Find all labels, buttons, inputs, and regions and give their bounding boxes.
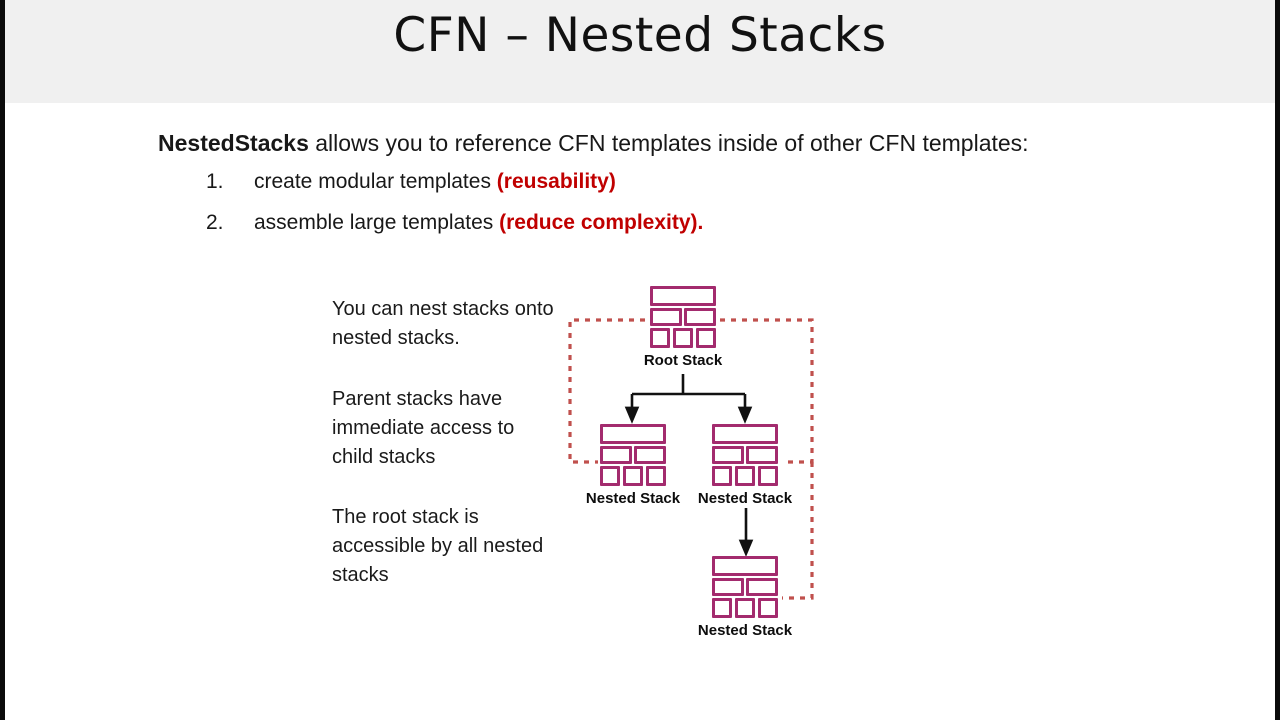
page-title: CFN – Nested Stacks <box>393 8 887 63</box>
stack-node-root[interactable]: Root Stack <box>644 286 722 369</box>
stack-label-root: Root Stack <box>643 352 723 369</box>
brick-bottom-right <box>696 328 716 348</box>
list-item-accent: (reduce complexity). <box>499 211 704 234</box>
stack-node-nested-left[interactable]: Nested Stack <box>586 424 680 507</box>
brick-middle-right <box>684 308 716 326</box>
stack-label-nested-right: Nested Stack <box>697 490 793 507</box>
brick-bottom-left <box>712 598 732 618</box>
intro-sentence: NestedStacks allows you to reference CFN… <box>158 128 1029 158</box>
list-item: 2. assemble large templates (reduce compl… <box>206 209 703 237</box>
brick-bottom-center <box>623 466 643 486</box>
brick-top <box>600 424 666 444</box>
right-letterbox-strip <box>1275 0 1280 720</box>
brick-middle-left <box>712 446 744 464</box>
brick-bottom-right <box>758 466 778 486</box>
brick-bottom-left <box>650 328 670 348</box>
stack-label-nested-bottom: Nested Stack <box>697 622 793 639</box>
left-letterbox-strip <box>0 0 5 720</box>
brick-bottom-right <box>758 598 778 618</box>
brick-middle-right <box>634 446 666 464</box>
brick-bottom-left <box>600 466 620 486</box>
stack-label-nested-left: Nested Stack <box>585 490 681 507</box>
list-item-text: create modular templates <box>254 170 497 193</box>
brick-middle-right <box>746 446 778 464</box>
brick-bottom-center <box>673 328 693 348</box>
stack-icon <box>712 424 778 486</box>
intro-bold-term: NestedStacks <box>158 130 309 156</box>
brick-top <box>712 424 778 444</box>
stack-node-nested-right[interactable]: Nested Stack <box>698 424 792 507</box>
brick-middle-right <box>746 578 778 596</box>
brick-middle-left <box>712 578 744 596</box>
brick-middle-left <box>600 446 632 464</box>
stack-icon <box>650 286 716 348</box>
brick-bottom-center <box>735 598 755 618</box>
note-paragraph-parent-access: Parent stacks have immediate access to c… <box>332 388 515 468</box>
brick-top <box>712 556 778 576</box>
list-item-number: 1. <box>206 170 224 193</box>
brick-bottom-left <box>712 466 732 486</box>
note-paragraph-root-access: The root stack is accessible by all nest… <box>332 506 544 586</box>
list-item-accent: (reusability) <box>496 170 616 193</box>
stack-icon <box>600 424 666 486</box>
stack-icon <box>712 556 778 618</box>
brick-top <box>650 286 716 306</box>
list-item-number: 2. <box>206 211 224 234</box>
note-paragraph-nesting: You can nest stacks onto nested stacks. <box>332 298 554 349</box>
stack-node-nested-bottom[interactable]: Nested Stack <box>698 556 792 639</box>
brick-bottom-right <box>646 466 666 486</box>
list-item-text: assemble large templates <box>254 211 500 234</box>
slide-header-band <box>5 0 1275 103</box>
brick-bottom-center <box>735 466 755 486</box>
intro-remainder: allows you to reference CFN templates in… <box>308 130 1029 156</box>
brick-middle-left <box>650 308 682 326</box>
list-item: 1. create modular templates (reusability) <box>206 168 616 196</box>
dotted-path-bottom <box>782 462 814 600</box>
